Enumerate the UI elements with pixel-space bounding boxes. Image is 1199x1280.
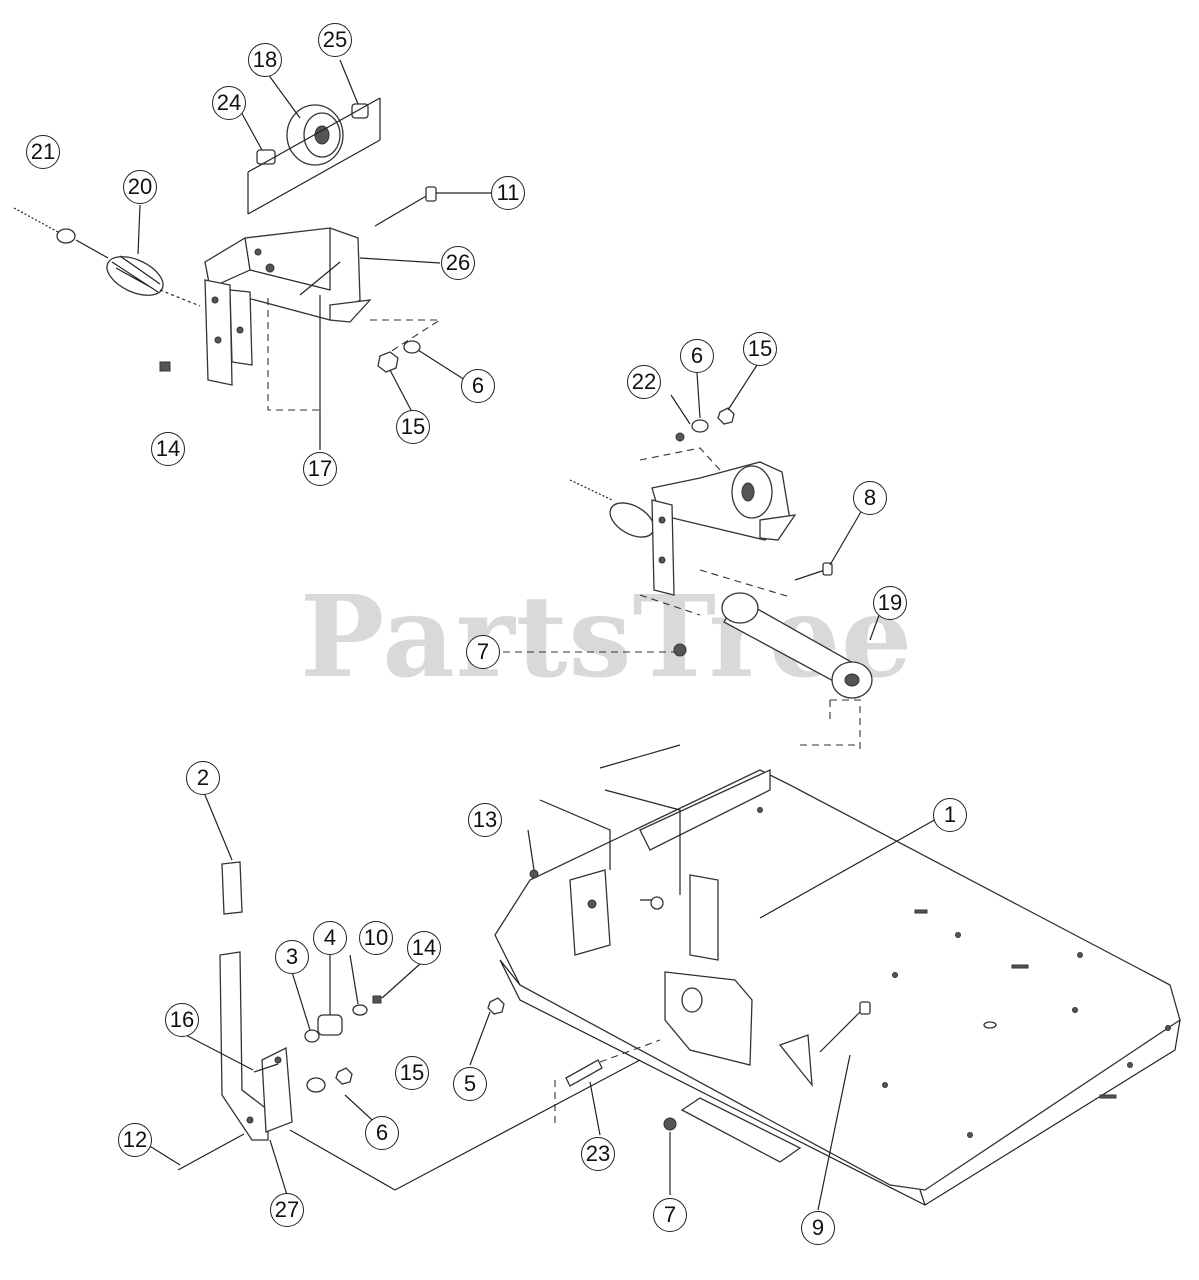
eyebolt-21 <box>13 207 76 244</box>
callout-6-right: 6 <box>680 339 714 373</box>
callout-12: 12 <box>118 1123 152 1157</box>
nut-15-right <box>717 407 735 425</box>
callout-8: 8 <box>853 481 887 515</box>
deck-platform-1 <box>494 744 1181 1206</box>
callout-19: 19 <box>873 586 907 620</box>
callout-5: 5 <box>453 1067 487 1101</box>
callout-10: 10 <box>359 921 393 955</box>
idler-arm-plate <box>204 279 253 386</box>
callout-9: 9 <box>801 1211 835 1245</box>
callout-21: 21 <box>26 135 60 169</box>
nut-7-upper <box>673 643 687 657</box>
washer-6-upper <box>403 340 421 354</box>
callout-24: 24 <box>212 86 246 120</box>
idler-assembly-right <box>569 461 797 596</box>
washer-6-lower <box>306 1077 326 1093</box>
callout-15-right: 15 <box>743 332 777 366</box>
callout-3: 3 <box>275 940 309 974</box>
spacer-3-4-10 <box>304 995 382 1043</box>
partstree-watermark: PartsTree <box>300 572 914 703</box>
pedal-pad-2 <box>221 861 243 915</box>
nut-15-lower <box>335 1067 353 1085</box>
callout-4: 4 <box>313 921 347 955</box>
callout-20: 20 <box>123 170 157 204</box>
callout-15-lower: 15 <box>395 1056 429 1090</box>
bolt-12 <box>177 1133 245 1171</box>
callout-2: 2 <box>186 761 220 795</box>
callout-6-upper: 6 <box>461 369 495 403</box>
callout-7-upper: 7 <box>466 635 500 669</box>
bolt-9 <box>819 1001 871 1053</box>
roller-19 <box>721 592 873 699</box>
spring-20 <box>75 239 201 307</box>
callout-17: 17 <box>303 452 337 486</box>
callout-14-upper: 14 <box>151 432 185 466</box>
callout-11: 11 <box>491 176 525 210</box>
brake-arm-27 <box>219 951 293 1141</box>
callout-26: 26 <box>441 246 475 280</box>
nut-14 <box>159 361 171 372</box>
callout-13: 13 <box>468 803 502 837</box>
callout-14-lower: 14 <box>407 931 441 965</box>
callout-16: 16 <box>165 1003 199 1037</box>
hex-nut-15-upper <box>377 351 399 373</box>
callout-22: 22 <box>627 365 661 399</box>
callout-23: 23 <box>581 1137 615 1171</box>
callout-7-lower: 7 <box>653 1198 687 1232</box>
callout-6-lower: 6 <box>365 1116 399 1150</box>
nut-7-lower <box>663 1117 677 1131</box>
pin-23 <box>554 1039 661 1125</box>
callout-27: 27 <box>270 1193 304 1227</box>
callout-25: 25 <box>318 23 352 57</box>
callout-1: 1 <box>933 798 967 832</box>
nut-22 <box>675 432 685 442</box>
bolt-5 <box>487 997 505 1015</box>
bolt-8 <box>639 562 833 616</box>
washer-6-right <box>691 419 709 433</box>
bolt-16 <box>253 1063 279 1073</box>
callout-15-upper: 15 <box>396 410 430 444</box>
callout-18: 18 <box>248 43 282 77</box>
